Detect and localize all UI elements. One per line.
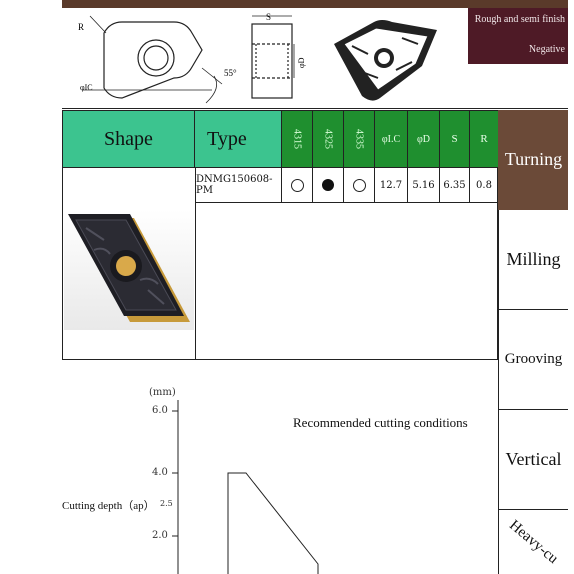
product-table bbox=[62, 110, 498, 360]
grade-header-4325: 4325 bbox=[313, 111, 344, 167]
open-circle-icon bbox=[352, 178, 366, 192]
thickness-label: S bbox=[266, 12, 271, 22]
cutting-range-outline bbox=[227, 472, 319, 574]
hole-diameter-label: φD bbox=[297, 57, 306, 68]
y-tick-2: 2.0 bbox=[152, 530, 168, 541]
filled-circle-icon bbox=[322, 179, 334, 191]
d-value: 5.16 bbox=[408, 168, 440, 202]
grade-header-4315: 4315 bbox=[282, 111, 313, 167]
type-header: Type bbox=[195, 111, 282, 167]
chart-title: Recommended cutting conditions bbox=[293, 415, 468, 430]
ic-label: φIC bbox=[80, 83, 93, 92]
angle-label: 55° bbox=[224, 68, 237, 78]
grade-cell-4335 bbox=[344, 168, 375, 202]
open-circle-icon bbox=[290, 178, 304, 192]
category-tag-rough: Rough and semi finish bbox=[468, 8, 568, 36]
technical-drawings: R φIC 55° S φD bbox=[78, 12, 437, 104]
header-divider bbox=[62, 108, 568, 109]
chart-unit-label: (mm) bbox=[149, 387, 176, 398]
dim-header-d: φD bbox=[408, 111, 440, 167]
grade-header-4335: 4335 bbox=[344, 111, 375, 167]
radius-label: R bbox=[78, 22, 84, 32]
insert-chipbreaker-view bbox=[334, 20, 437, 101]
dim-header-r: R bbox=[470, 111, 498, 167]
insert-photo-icon bbox=[68, 214, 190, 322]
y-tick-6: 6.0 bbox=[152, 405, 168, 416]
shape-column-divider bbox=[195, 168, 196, 360]
sidebar-item-grooving[interactable]: Grooving bbox=[498, 310, 568, 410]
ic-value: 12.7 bbox=[375, 168, 408, 202]
table-row: DNMG150608-PM 12.7 5.16 6.35 0.8 bbox=[195, 168, 498, 202]
y-tick-partial: 2.5 bbox=[160, 499, 173, 508]
insert-top-view bbox=[82, 15, 223, 104]
cutting-chart-area bbox=[172, 400, 319, 574]
sidebar-item-milling[interactable]: Milling bbox=[498, 210, 568, 310]
sidebar-item-vertical[interactable]: Vertical bbox=[498, 410, 568, 510]
header-bottom-line bbox=[63, 167, 498, 168]
r-value: 0.8 bbox=[476, 179, 492, 191]
chart-ylabel: Cutting depth（ap） bbox=[62, 500, 155, 512]
y-tick-4: 4.0 bbox=[152, 467, 168, 478]
grade-cell-4315 bbox=[282, 168, 313, 202]
insert-side-view bbox=[251, 15, 295, 99]
top-banner bbox=[62, 0, 568, 8]
insert-product-image bbox=[64, 210, 194, 330]
shape-header: Shape bbox=[63, 111, 195, 167]
grade-cell-4325 bbox=[313, 168, 344, 202]
dim-header-s: S bbox=[440, 111, 470, 167]
s-value: 6.35 bbox=[440, 168, 470, 202]
category-tag-negative: Negative bbox=[468, 36, 568, 64]
table-header-row: Shape Type 4315 4325 4335 φI.C φD S R bbox=[63, 111, 498, 167]
sidebar-item-turning[interactable]: Turning bbox=[498, 110, 568, 210]
row-bottom-line bbox=[195, 202, 498, 203]
dim-header-ic: φI.C bbox=[375, 111, 408, 167]
sidebar-item-heavy-cutting[interactable]: Heavy-cu bbox=[498, 510, 568, 574]
type-cell: DNMG150608-PM bbox=[195, 168, 282, 202]
